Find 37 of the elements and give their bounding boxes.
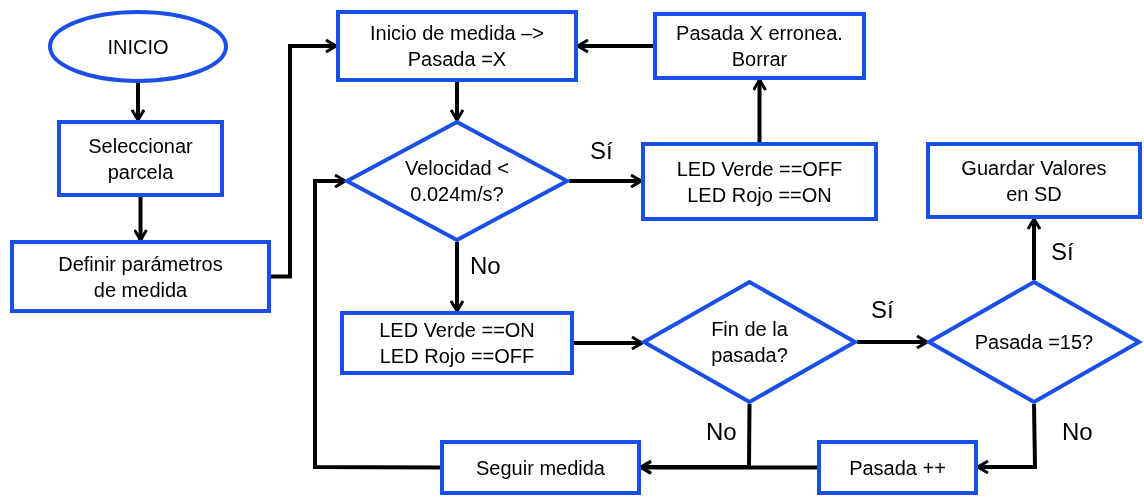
node-label: Seleccionar parcela [87,133,194,185]
arrow [133,197,148,242]
decision-diamond [642,280,857,404]
node-label: LED Verde ==OFF LED Rojo ==ON [675,156,844,208]
decision-diamond [345,120,569,242]
process-box [653,12,866,80]
node-label: INICIO [107,34,169,60]
process-box [440,440,641,495]
process-box [641,142,878,221]
arrow [449,82,465,122]
process-box [926,142,1142,219]
process-box [57,120,224,197]
node-label: Guardar Valores en SD [960,155,1108,207]
node-label: Fin de la pasada? [710,317,789,368]
arrow [752,78,767,142]
process-box [817,440,978,495]
node-label: Pasada =15? [974,330,1094,355]
arrow [574,335,644,351]
arrow [569,173,643,189]
arrow [130,83,146,122]
node-label: Pasada X erronea. Borrar [675,21,844,72]
node-label: Inicio de medida –> Pasada =X [369,21,545,72]
arrow [1026,217,1042,280]
node-label: Definir parámetros de medida [57,251,224,303]
start-ellipse [48,10,228,83]
process-box [336,10,578,82]
arrow [449,242,465,313]
node-label: Seguir medida [476,455,605,481]
arrow [271,38,338,279]
arrow [857,334,929,350]
arrow [313,173,440,470]
process-box [10,240,271,313]
node-label: LED Verde ==ON LED Rojo ==OFF [378,318,536,369]
process-box [340,311,574,375]
decision-diamond [927,280,1141,404]
node-label: Velocidad < 0.024m/s? [404,156,510,207]
node-label: Pasada ++ [849,455,946,481]
